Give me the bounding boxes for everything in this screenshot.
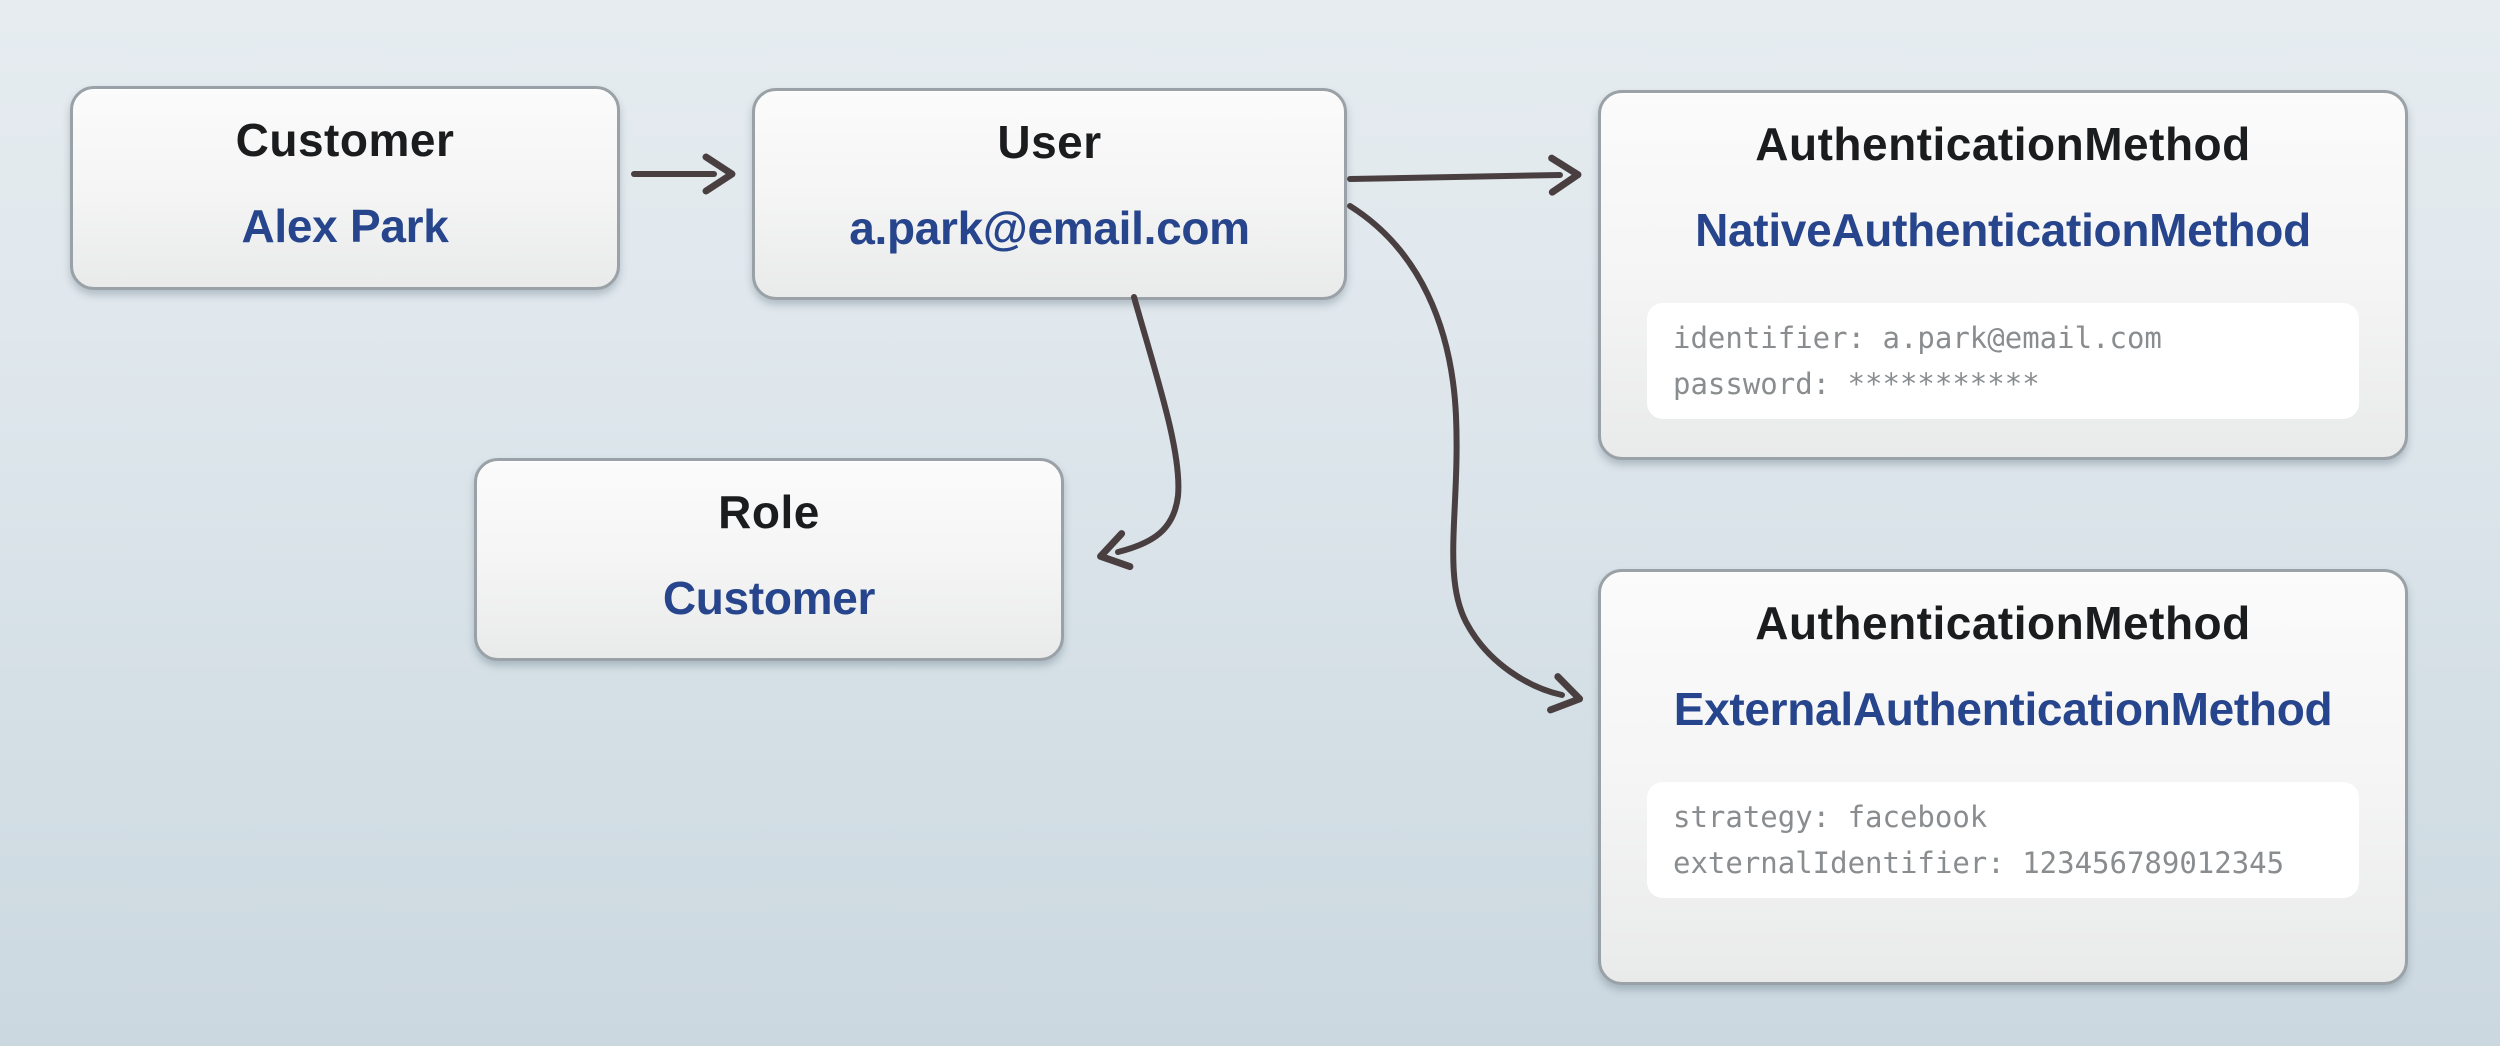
attribute-line: password: *********** (1673, 366, 2040, 401)
entity-value: NativeAuthenticationMethod (1695, 204, 2311, 256)
entity-value: ExternalAuthenticationMethod (1673, 683, 2333, 735)
entity-native-authentication-method: AuthenticationMethod NativeAuthenticatio… (1598, 90, 2408, 460)
attribute-line: externalIdentifier: 123456789012345 (1673, 845, 2285, 880)
entity-value: Alex Park (241, 200, 449, 252)
entity-title: Role (718, 486, 820, 538)
attribute-line: strategy: facebook (1673, 799, 1988, 834)
entity-title: AuthenticationMethod (1755, 597, 2251, 649)
attributes-panel: identifier: a.park@email.com password: *… (1647, 303, 2359, 419)
attribute-line: identifier: a.park@email.com (1673, 320, 2162, 355)
entity-external-authentication-method: AuthenticationMethod ExternalAuthenticat… (1598, 569, 2408, 985)
entity-user: User a.park@email.com (752, 88, 1347, 300)
arrow-user-to-external-authentication-method (1347, 203, 1584, 714)
attributes-panel: strategy: facebook externalIdentifier: 1… (1647, 782, 2359, 898)
entity-title: AuthenticationMethod (1755, 118, 2251, 170)
entity-value: Customer (662, 572, 876, 624)
entity-customer: Customer Alex Park (70, 86, 620, 290)
entity-role: Role Customer (474, 458, 1064, 661)
arrow-user-to-role (1097, 294, 1182, 571)
entity-title: Customer (235, 114, 455, 166)
entity-title: User (997, 116, 1102, 168)
entity-value: a.park@email.com (849, 202, 1250, 254)
arrow-user-to-native-authentication-method (1347, 154, 1582, 196)
